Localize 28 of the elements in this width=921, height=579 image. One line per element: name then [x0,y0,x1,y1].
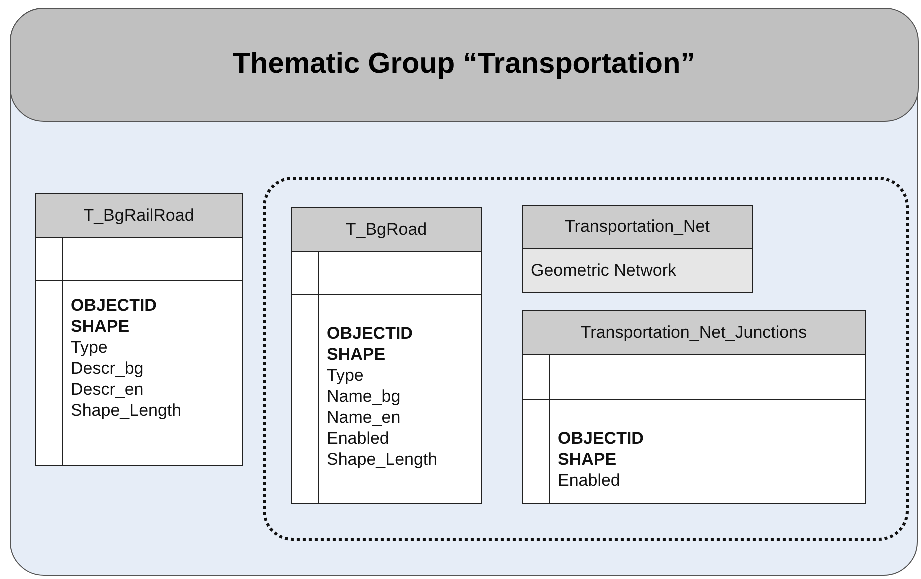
field-name: Name_bg [327,386,402,407]
dashed-group-outline [263,177,909,541]
key-field-name: SHAPE [71,316,131,337]
key-field-name: OBJECTID [558,428,644,449]
group-panel [10,8,918,576]
key-field-name: SHAPE [558,449,618,470]
table-name: T_BgRoad [346,220,428,240]
key-field-name: SHAPE [327,344,387,365]
class-type: Geometric Network [531,260,676,281]
field-name: Type [327,365,365,386]
field-name: Type [71,337,109,358]
field-name: Descr_bg [71,358,145,379]
class-name: Transportation_Net [565,217,710,237]
class-box [522,205,753,293]
field-name: Name_en [327,407,402,428]
field-name: Shape_Length [327,449,438,470]
table-box [35,193,243,466]
field-name: Descr_en [71,379,145,400]
table-box [522,310,866,504]
table-box [291,207,482,504]
group-title: Thematic Group “Transportation” [232,48,696,81]
table-name: T_BgRailRoad [84,206,194,226]
key-field-name: OBJECTID [327,323,414,344]
field-name: Shape_Length [71,400,182,421]
table-name: Transportation_Net_Junctions [580,322,808,342]
field-name: Enabled [327,428,390,449]
field-name: Enabled [558,470,622,491]
key-field-name: OBJECTID [71,295,158,316]
